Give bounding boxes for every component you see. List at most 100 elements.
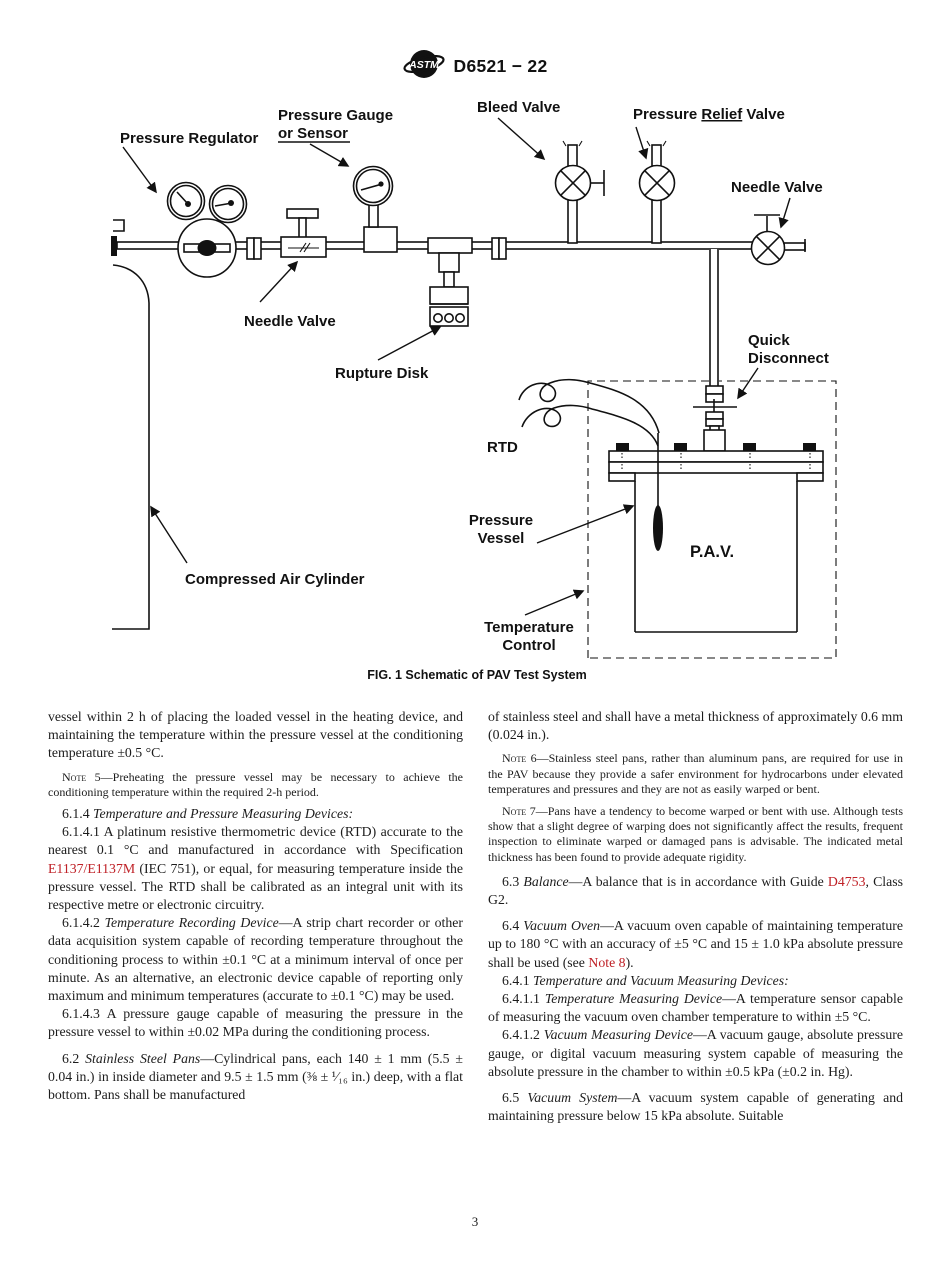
right-column: of stainless steel and shall have a meta… — [488, 708, 903, 1125]
text-segment: 6.4.1.1 — [502, 991, 545, 1007]
body-paragraph: 6.1.4.1 A platinum resistive thermometri… — [48, 823, 463, 914]
text-segment: 6.1.4.2 — [62, 915, 105, 931]
label-quick-disconnect-line2: Disconnect — [748, 350, 829, 367]
body-paragraph: 6.2 Stainless Steel Pans—Cylindrical pan… — [48, 1050, 463, 1105]
label-pressure-gauge-line2: or Sensor — [278, 125, 348, 142]
text-segment: —A balance that is in accordance with Gu… — [568, 873, 828, 889]
body-paragraph: 6.4.1.1 Temperature Measuring Device—A t… — [488, 990, 903, 1026]
figure-caption: FIG. 1 Schematic of PAV Test System — [367, 668, 587, 682]
compressed-air-cylinder-drawing — [111, 219, 150, 630]
body-paragraph: 6.4.1.2 Vacuum Measuring Device—A vacuum… — [488, 1026, 903, 1081]
text-segment: Vacuum Measuring Device — [543, 1027, 693, 1043]
label-needle-valve-right: Needle Valve — [731, 179, 823, 196]
text-segment: Stainless steel pans, rather than alumin… — [488, 751, 903, 796]
text-segment: —A vacuum gauge, absolute pressure gauge… — [488, 1027, 904, 1079]
body-paragraph: 6.3 Balance—A balance that is in accorda… — [488, 873, 903, 909]
text-segment: Balance — [523, 873, 569, 889]
text-segment: 6.1.4.3 A pressure gauge capable of meas… — [48, 1006, 463, 1040]
body-paragraph: 6.4 Vacuum Oven—A vacuum oven capable of… — [488, 917, 903, 972]
text-segment: (IEC 751), or equal, for measuring tempe… — [48, 860, 463, 913]
rupture-disk-drawing — [427, 237, 473, 327]
text-segment: 6.2 — [62, 1050, 86, 1066]
pressure-regulator-drawing — [166, 181, 248, 278]
text-segment: ). — [625, 954, 634, 970]
standard-number: D6521 − 22 — [453, 56, 548, 76]
text-segment: —A strip chart recorder or other data ac… — [48, 915, 464, 1004]
rtd-probe-drawing — [653, 433, 663, 551]
text-segment: Temperature and Vacuum Measuring Devices… — [533, 972, 789, 988]
label-pressure-gauge-line1: Pressure Gauge — [278, 107, 393, 124]
text-segment: 6.1.4.1 A platinum resistive thermometri… — [48, 824, 463, 858]
text-segment: vessel within 2 h of placing the loaded … — [48, 709, 463, 761]
text-segment: Note 5— — [62, 769, 113, 784]
spec-reference-link[interactable]: E1137/E1137M — [48, 860, 136, 876]
label-temperature-control-line2: Control — [502, 637, 555, 654]
label-compressed-air-cylinder: Compressed Air Cylinder — [185, 571, 365, 588]
rtd-cable-drawing — [518, 378, 660, 447]
quick-disconnect-drawing — [693, 385, 737, 452]
page-header: ASTM D6521 − 22 — [0, 46, 950, 87]
svg-text:ASTM: ASTM — [408, 59, 439, 71]
text-segment: Temperature Measuring Device — [544, 991, 723, 1007]
astm-logo-icon: ASTM — [402, 46, 445, 87]
page-number: 3 — [471, 1214, 479, 1229]
pressure-gauge-drawing — [352, 165, 398, 253]
text-segment: Temperature and Pressure Measuring Devic… — [93, 806, 354, 822]
text-segment: Pans have a tendency to become warped or… — [488, 804, 903, 864]
body-paragraph: 6.1.4.3 A pressure gauge capable of meas… — [48, 1005, 463, 1041]
text-segment: , Class G2. — [488, 873, 903, 908]
label-temperature-control-line1: Temperature — [484, 619, 574, 636]
text-segment: Note 7— — [502, 804, 548, 819]
label-rtd: RTD — [487, 439, 518, 456]
text-segment: Note 6— — [502, 751, 549, 766]
bleed-valve-drawing — [554, 140, 605, 244]
text-segment: —A vacuum oven capable of maintaining te… — [488, 918, 903, 970]
label-pressure-vessel-line2: Vessel — [478, 530, 525, 547]
label-pressure-relief-valve: Pressure Relief Valve — [633, 106, 785, 123]
union-fitting — [246, 237, 262, 260]
label-needle-valve-left: Needle Valve — [244, 313, 336, 330]
text-segment: 6.4 — [502, 918, 524, 934]
text-segment: —A temperature sensor capable of measuri… — [488, 991, 903, 1025]
note-paragraph: Note 6—Stainless steel pans, rather than… — [488, 751, 903, 797]
text-segment: Vacuum System — [527, 1090, 618, 1106]
needle-valve-right-drawing — [750, 214, 786, 266]
body-paragraph: vessel within 2 h of placing the loaded … — [48, 708, 463, 763]
text-segment: 6.4.1.2 — [502, 1027, 544, 1043]
text-segment: 6.3 — [502, 873, 524, 889]
body-paragraph: 6.5 Vacuum System—A vacuum system capabl… — [488, 1089, 903, 1125]
label-quick-disconnect-line1: Quick — [748, 332, 790, 349]
note-paragraph: Note 5—Preheating the pressure vessel ma… — [48, 770, 463, 800]
body-paragraph: of stainless steel and shall have a meta… — [488, 708, 903, 744]
text-segment: —A vacuum system capable of generating a… — [488, 1090, 903, 1124]
body-paragraph: 6.1.4 Temperature and Pressure Measuring… — [48, 805, 463, 823]
text-segment: of stainless steel and shall have a meta… — [488, 709, 903, 743]
label-rupture-disk: Rupture Disk — [335, 365, 429, 382]
body-paragraph: 6.4.1 Temperature and Vacuum Measuring D… — [488, 972, 903, 990]
spec-reference-link[interactable]: Note 8 — [588, 954, 626, 970]
left-column: vessel within 2 h of placing the loaded … — [48, 708, 463, 1104]
label-arrows — [122, 117, 791, 616]
temperature-control-boundary — [587, 380, 837, 659]
text-segment: —Cylindrical pans, each 140 ± 1 mm (5.5 … — [48, 1050, 463, 1103]
body-paragraph: 6.1.4.2 Temperature Recording Device—A s… — [48, 914, 463, 1005]
text-segment: Preheating the pressure vessel may be ne… — [48, 769, 463, 799]
text-segment: Stainless Steel Pans — [85, 1050, 201, 1066]
label-pav: P.A.V. — [690, 543, 734, 561]
label-bleed-valve: Bleed Valve — [477, 99, 560, 116]
pressure-vessel-drawing — [608, 443, 824, 633]
text-segment: Temperature Recording Device — [104, 915, 279, 931]
text-segment: 6.1.4 — [62, 806, 94, 822]
pipe-to-vessel — [709, 249, 719, 386]
pressure-relief-valve-drawing — [638, 140, 676, 244]
needle-valve-inline-drawing — [280, 208, 327, 258]
label-pressure-vessel-line1: Pressure — [469, 512, 533, 529]
note-paragraph: Note 7—Pans have a tendency to become wa… — [488, 804, 903, 865]
text-segment: Vacuum Oven — [523, 918, 601, 934]
union-fitting — [491, 237, 507, 260]
spec-reference-link[interactable]: D4753 — [827, 873, 866, 889]
label-pressure-regulator: Pressure Regulator — [120, 130, 259, 147]
text-segment: 6.5 — [502, 1090, 528, 1106]
pav-schematic-figure: Pressure Regulator Pressure Gauge or Sen… — [111, 99, 837, 682]
